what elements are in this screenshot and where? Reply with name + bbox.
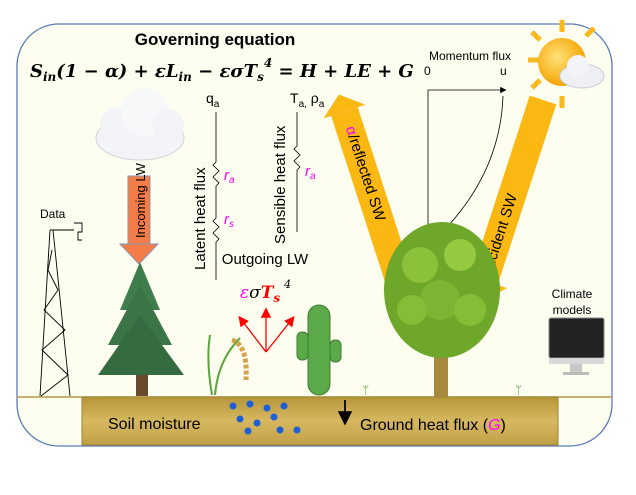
- sensible-resistor: [293, 112, 301, 232]
- t-a-rho-a-label: Ta, ρa: [290, 90, 325, 110]
- rice-plant-icon: [207, 334, 249, 396]
- sprout-icon: ᛘ: [362, 383, 369, 397]
- cloud-icon: [95, 88, 185, 161]
- sun-cloud-icon: [528, 20, 605, 108]
- cactus-icon: [296, 304, 342, 396]
- latent-resistor: [212, 112, 220, 280]
- computer-monitor-icon: [548, 317, 605, 375]
- q-a-label: qa: [206, 90, 220, 110]
- pine-tree-icon: [98, 262, 184, 396]
- soil-moisture-label: Soil moisture: [108, 416, 201, 433]
- outgoing-lw-formula: εσTs4: [240, 278, 291, 305]
- emission-arrows: [238, 307, 295, 353]
- r-a-sensible: ra: [305, 163, 316, 182]
- climate-models-label-line1: Climate: [552, 287, 593, 301]
- water-droplets-icon: [229, 400, 301, 435]
- latent-heat-flux-label: Latent heat flux: [192, 167, 209, 270]
- ground-heat-flux-label: Ground heat flux (G): [360, 417, 506, 434]
- title: Governing equation: [135, 30, 296, 49]
- incoming-lw-arrow: Incoming LW: [118, 162, 160, 265]
- sensible-heat-flux-label: Sensible heat flux: [272, 125, 289, 244]
- axis-u-label: u: [500, 64, 507, 78]
- outgoing-lw-label: Outgoing LW: [222, 251, 309, 268]
- data-label: Data: [40, 207, 66, 221]
- momentum-flux-label: Momentum flux: [429, 49, 511, 63]
- r-a-latent: ra: [224, 167, 235, 186]
- sprout-icon: ᛘ: [515, 383, 522, 397]
- incoming-lw-label: Incoming LW: [133, 162, 148, 238]
- r-s-label: rs: [224, 211, 234, 230]
- flux-tower-icon: [39, 222, 83, 397]
- governing-equation: Sin(1 − α) + εLin − εσTs4 = H + LE + G: [30, 56, 414, 84]
- soil-layer: [81, 396, 559, 446]
- axis-zero-label: 0: [424, 64, 431, 78]
- deciduous-tree-icon: [384, 222, 500, 397]
- climate-models-label-line2: models: [553, 303, 592, 317]
